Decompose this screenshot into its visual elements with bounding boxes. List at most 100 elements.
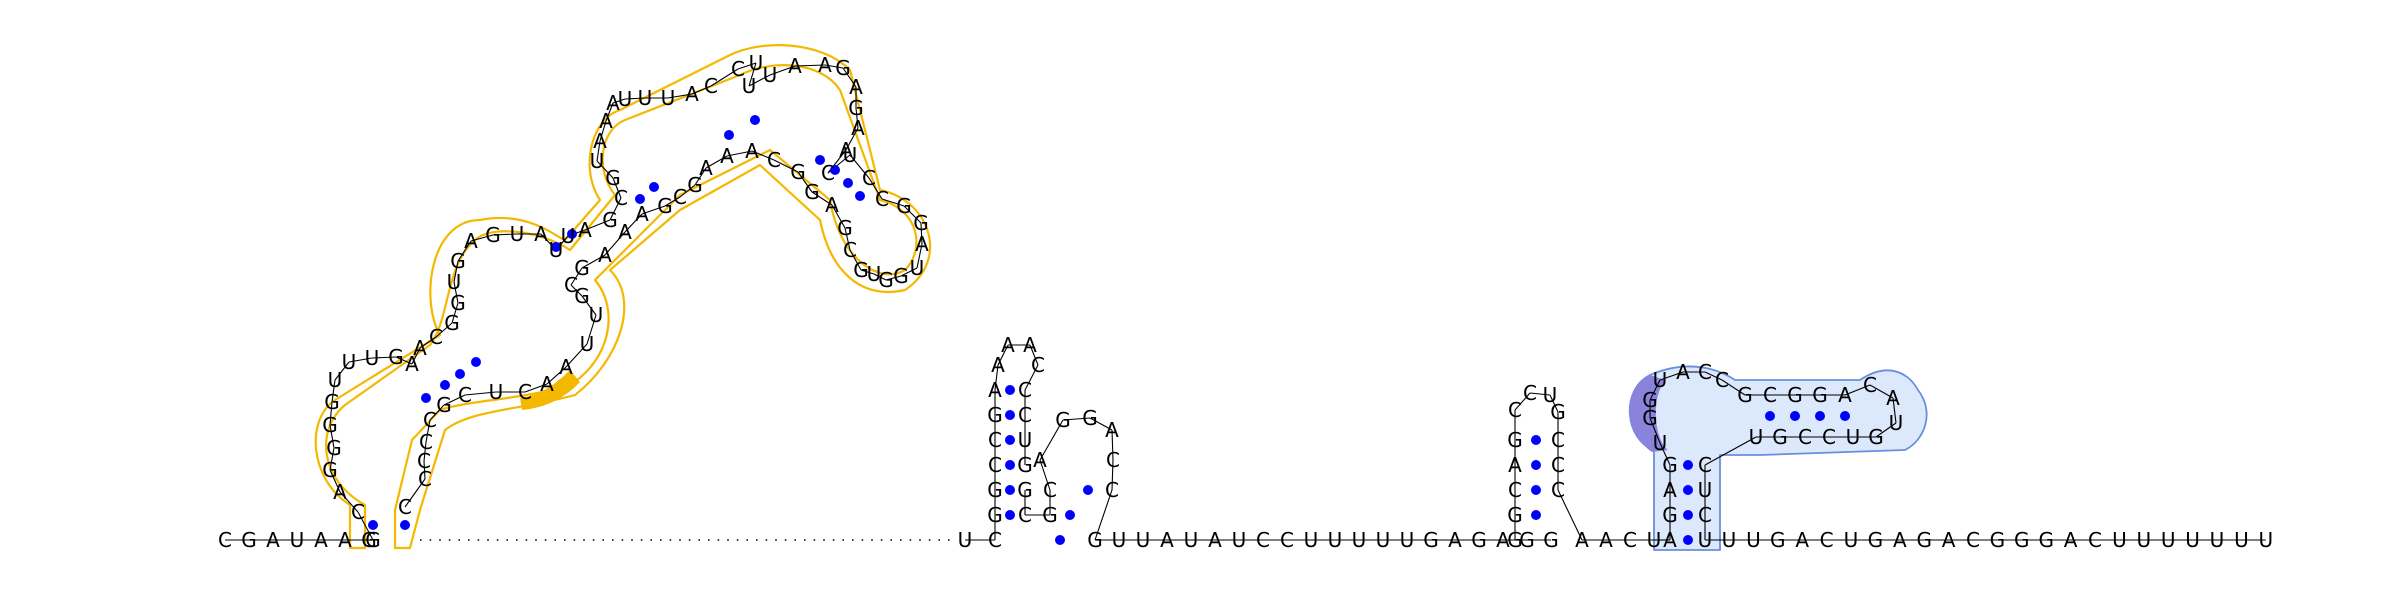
- nucleotide-hairpin-2: G: [1017, 478, 1033, 502]
- backbone-link: [1062, 417, 1091, 421]
- nucleotide-stem-loop-right: U: [1846, 425, 1861, 449]
- backbone-link: [584, 219, 611, 231]
- nucleotide-hairpin-2: C: [1106, 448, 1120, 472]
- nucleotide-domain-1: A: [578, 218, 592, 242]
- nucleotide-domain-1: G: [322, 413, 338, 437]
- backbone-link: [612, 177, 622, 199]
- backbone-link: [457, 240, 472, 262]
- nucleotide-domain-1: U: [618, 87, 633, 111]
- nucleotide-connector: C: [1623, 528, 1637, 552]
- backbone-link: [624, 213, 643, 233]
- backbone-link: [609, 197, 622, 221]
- backbone-link: [596, 160, 614, 179]
- base-pair-dot: [1083, 485, 1093, 495]
- nucleotide-hairpin-1: G: [987, 403, 1003, 427]
- backbone-link: [748, 62, 757, 87]
- backbone-link: [1024, 364, 1039, 391]
- backbone-link: [1659, 442, 1671, 466]
- base-pair-layer: [368, 115, 1850, 545]
- nucleotide-domain-1: U: [510, 222, 525, 246]
- base-pair-dot: [1683, 510, 1693, 520]
- backbone-link: [844, 227, 851, 251]
- backbone-link: [773, 159, 799, 173]
- backbone-link: [831, 204, 846, 229]
- backbone-link: [1529, 392, 1551, 396]
- nucleotide-domain-1: G: [878, 268, 894, 292]
- nucleotide-3prime: G: [2014, 528, 2030, 552]
- nucleotide-domain-1: A: [851, 116, 865, 140]
- backbone-link: [581, 295, 597, 316]
- backbone-link: [492, 233, 518, 236]
- nucleotide-domain-1: G: [326, 436, 342, 460]
- nucleotide-stem-loop-right: G: [1787, 383, 1803, 407]
- nucleotide-domain-1: U: [549, 238, 564, 262]
- backbone-link: [855, 107, 859, 129]
- nucleotide-hairpin-3: C: [1523, 381, 1537, 405]
- base-pair-dot: [1055, 535, 1065, 545]
- nucleotide-domain-1: A: [915, 232, 929, 256]
- backbone-link: [748, 74, 771, 87]
- base-pair-dot: [1683, 485, 1693, 495]
- backbone-link: [1089, 417, 1113, 431]
- nucleotide-5prime: A: [266, 528, 280, 552]
- nucleotide-hairpin-3: C: [1551, 478, 1565, 502]
- nucleotide-domain-1: G: [896, 194, 912, 218]
- nucleotide-stem-loop-right: U: [1749, 425, 1764, 449]
- backbone-link: [664, 196, 681, 207]
- nucleotide-domain-1: A: [464, 229, 478, 253]
- backbone-link: [873, 273, 887, 281]
- nucleotide-domain-1: A: [606, 91, 620, 115]
- nucleotide-stem-loop-right: A: [1676, 360, 1690, 384]
- highlight-layer: [314, 44, 1928, 551]
- nucleotide-domain-1: A: [849, 75, 863, 99]
- backbone-link: [1514, 392, 1531, 411]
- nucleotide-linker: U: [1184, 528, 1199, 552]
- backbone-link: [916, 243, 923, 269]
- nucleotide-domain-1: A: [839, 138, 853, 162]
- nucleotide-linker: G: [1519, 528, 1535, 552]
- nucleotide-domain-1: G: [324, 390, 340, 414]
- backbone-link: [881, 198, 905, 207]
- base-pair-dot: [1683, 535, 1693, 545]
- base-pair-dot: [1531, 460, 1541, 470]
- backbone-link: [599, 120, 607, 142]
- nucleotide-stem-loop-right: C: [1798, 425, 1812, 449]
- base-pair-dot: [1531, 435, 1541, 445]
- nucleotide-domain-1: G: [853, 258, 869, 282]
- nucleotide-domain-1: A: [618, 220, 632, 244]
- backbone-link: [329, 469, 341, 493]
- nucleotide-domain-1: U: [638, 86, 653, 110]
- nucleotide-stem-loop-right: C: [1715, 368, 1729, 392]
- backbone-link: [811, 191, 833, 206]
- base-pair-dot: [421, 393, 431, 403]
- nucleotide-stem-loop-right: G: [1642, 388, 1658, 412]
- nucleotide-hairpin-1: C: [1018, 378, 1032, 402]
- nucleotide-hairpin-2: G: [1055, 408, 1071, 432]
- backbone-link: [997, 344, 1009, 366]
- nucleotide-linker: U: [1232, 528, 1247, 552]
- nucleotide-stem-loop-right: C: [1698, 453, 1712, 477]
- nucleotide-hairpin-3: A: [1508, 453, 1522, 477]
- backbone-link: [1094, 489, 1113, 541]
- backbone-link: [425, 419, 431, 443]
- nucleotide-domain-1: A: [818, 53, 832, 77]
- backbone-link: [339, 491, 359, 513]
- nucleotide-hairpin-1: A: [1001, 333, 1015, 357]
- nucleotide-linker: U: [1328, 528, 1343, 552]
- base-pair-dot: [649, 182, 659, 192]
- nucleotide-linker: G: [1543, 528, 1559, 552]
- nucleotide-linker: C: [1280, 528, 1294, 552]
- nucleotide-5prime: G: [241, 528, 257, 552]
- backbone-link: [1659, 371, 1684, 381]
- nucleotide-stem-loop-right: C: [1698, 360, 1712, 384]
- backbone-link: [334, 361, 350, 381]
- backbone-link: [1649, 379, 1661, 401]
- backbone-link: [1549, 394, 1559, 413]
- nucleotide-domain-1: A: [599, 109, 613, 133]
- nucleotide-stem-loop-right: G: [1662, 453, 1678, 477]
- backbone-link: [429, 404, 445, 421]
- nucleotide-stem-loop-right: U: [1698, 478, 1713, 502]
- nucleotide-3prime: U: [2234, 528, 2249, 552]
- nucleotide-hairpin-3: C: [1508, 478, 1522, 502]
- backbone-link: [404, 478, 426, 508]
